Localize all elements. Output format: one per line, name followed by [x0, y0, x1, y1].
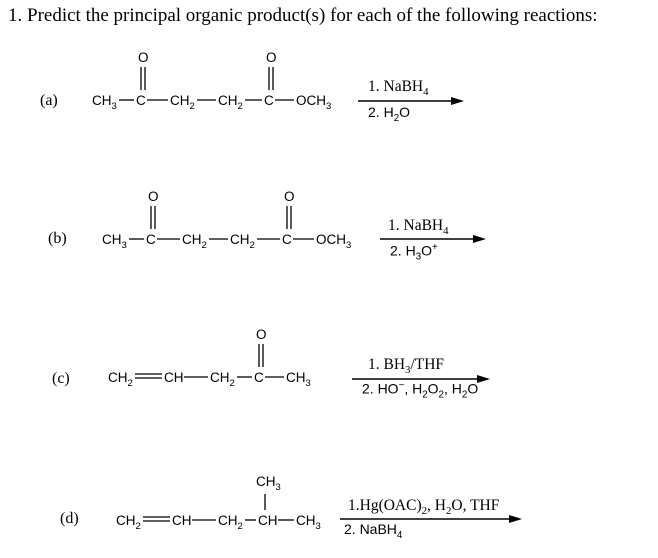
group-carbonyl-c2-a: C — [264, 93, 274, 108]
substituent-oxygen-2-a: O — [266, 50, 277, 65]
group-ch2-1-a: CH2 — [170, 93, 195, 112]
reactant-structure-d: CH2 CH CH2 CH CH3 CH3 — [116, 474, 321, 532]
reaction-label-b: (b) — [48, 230, 67, 247]
group-och3-b: OCH3 — [316, 232, 351, 251]
condition-step1-a: 1. NaBH4 — [368, 78, 429, 99]
condition-step2-b: 2. H3O+ — [390, 242, 438, 263]
substituent-oxygen-1-b: O — [148, 189, 159, 204]
reaction-label-d: (d) — [60, 510, 79, 527]
group-ch3-b: CH3 — [102, 232, 127, 251]
group-carbonyl-c2-b: C — [282, 232, 292, 247]
condition-step2-d: 2. NaBH4 — [344, 521, 403, 541]
condition-step2-a: 2. H2O — [368, 104, 411, 124]
condition-step1-c: 1. BH3/THF — [368, 356, 445, 377]
substituent-methyl-d: CH3 — [256, 474, 281, 493]
group-ch-1-d: CH — [172, 513, 192, 528]
substituent-oxygen-2-b: O — [284, 189, 295, 204]
question-heading: 1. Predict the principal organic product… — [8, 5, 598, 26]
group-ch3-c: CH3 — [286, 370, 311, 389]
substituent-oxygen-c: O — [256, 327, 267, 342]
reaction-arrow-a — [358, 97, 464, 105]
reaction-arrow-d — [340, 515, 522, 523]
group-ch2-vinyl-c: CH2 — [108, 370, 133, 389]
reaction-label-a: (a) — [40, 92, 58, 109]
group-ch-c: CH — [164, 370, 184, 385]
reactant-structure-c: CH2 CH CH2 C O CH3 — [108, 327, 311, 389]
group-carbonyl-c: C — [254, 370, 264, 385]
group-och3-a: OCH3 — [296, 93, 331, 112]
group-ch2-vinyl-d: CH2 — [116, 513, 141, 532]
reactant-structure-a: CH3 C O CH2 CH2 C O OCH3 — [92, 50, 331, 112]
group-carbonyl-c1-a: C — [136, 93, 146, 108]
reaction-arrow-c — [352, 375, 490, 383]
group-ch2-c: CH2 — [210, 370, 235, 389]
reaction-label-c: (c) — [52, 370, 70, 387]
substituent-oxygen-1-a: O — [138, 50, 149, 65]
group-ch-2-d: CH — [258, 513, 278, 528]
group-carbonyl-c1-b: C — [146, 232, 156, 247]
condition-step1-d: 1.Hg(OAC)2, H2O, THF — [348, 497, 500, 518]
reactant-structure-b: CH3 C O CH2 CH2 C O OCH3 — [102, 189, 351, 251]
group-ch2-1-b: CH2 — [182, 232, 207, 251]
group-ch3-d: CH3 — [296, 513, 321, 532]
group-ch2-2-b: CH2 — [230, 232, 255, 251]
group-ch3-a: CH3 — [92, 93, 117, 112]
reaction-arrow-b — [380, 235, 486, 243]
condition-step1-b: 1. NaBH4 — [388, 217, 449, 238]
group-ch2-2-a: CH2 — [218, 93, 243, 112]
group-ch2-d: CH2 — [218, 513, 243, 532]
condition-step2-c: 2. HO−, H2O2, H2O — [362, 380, 479, 401]
